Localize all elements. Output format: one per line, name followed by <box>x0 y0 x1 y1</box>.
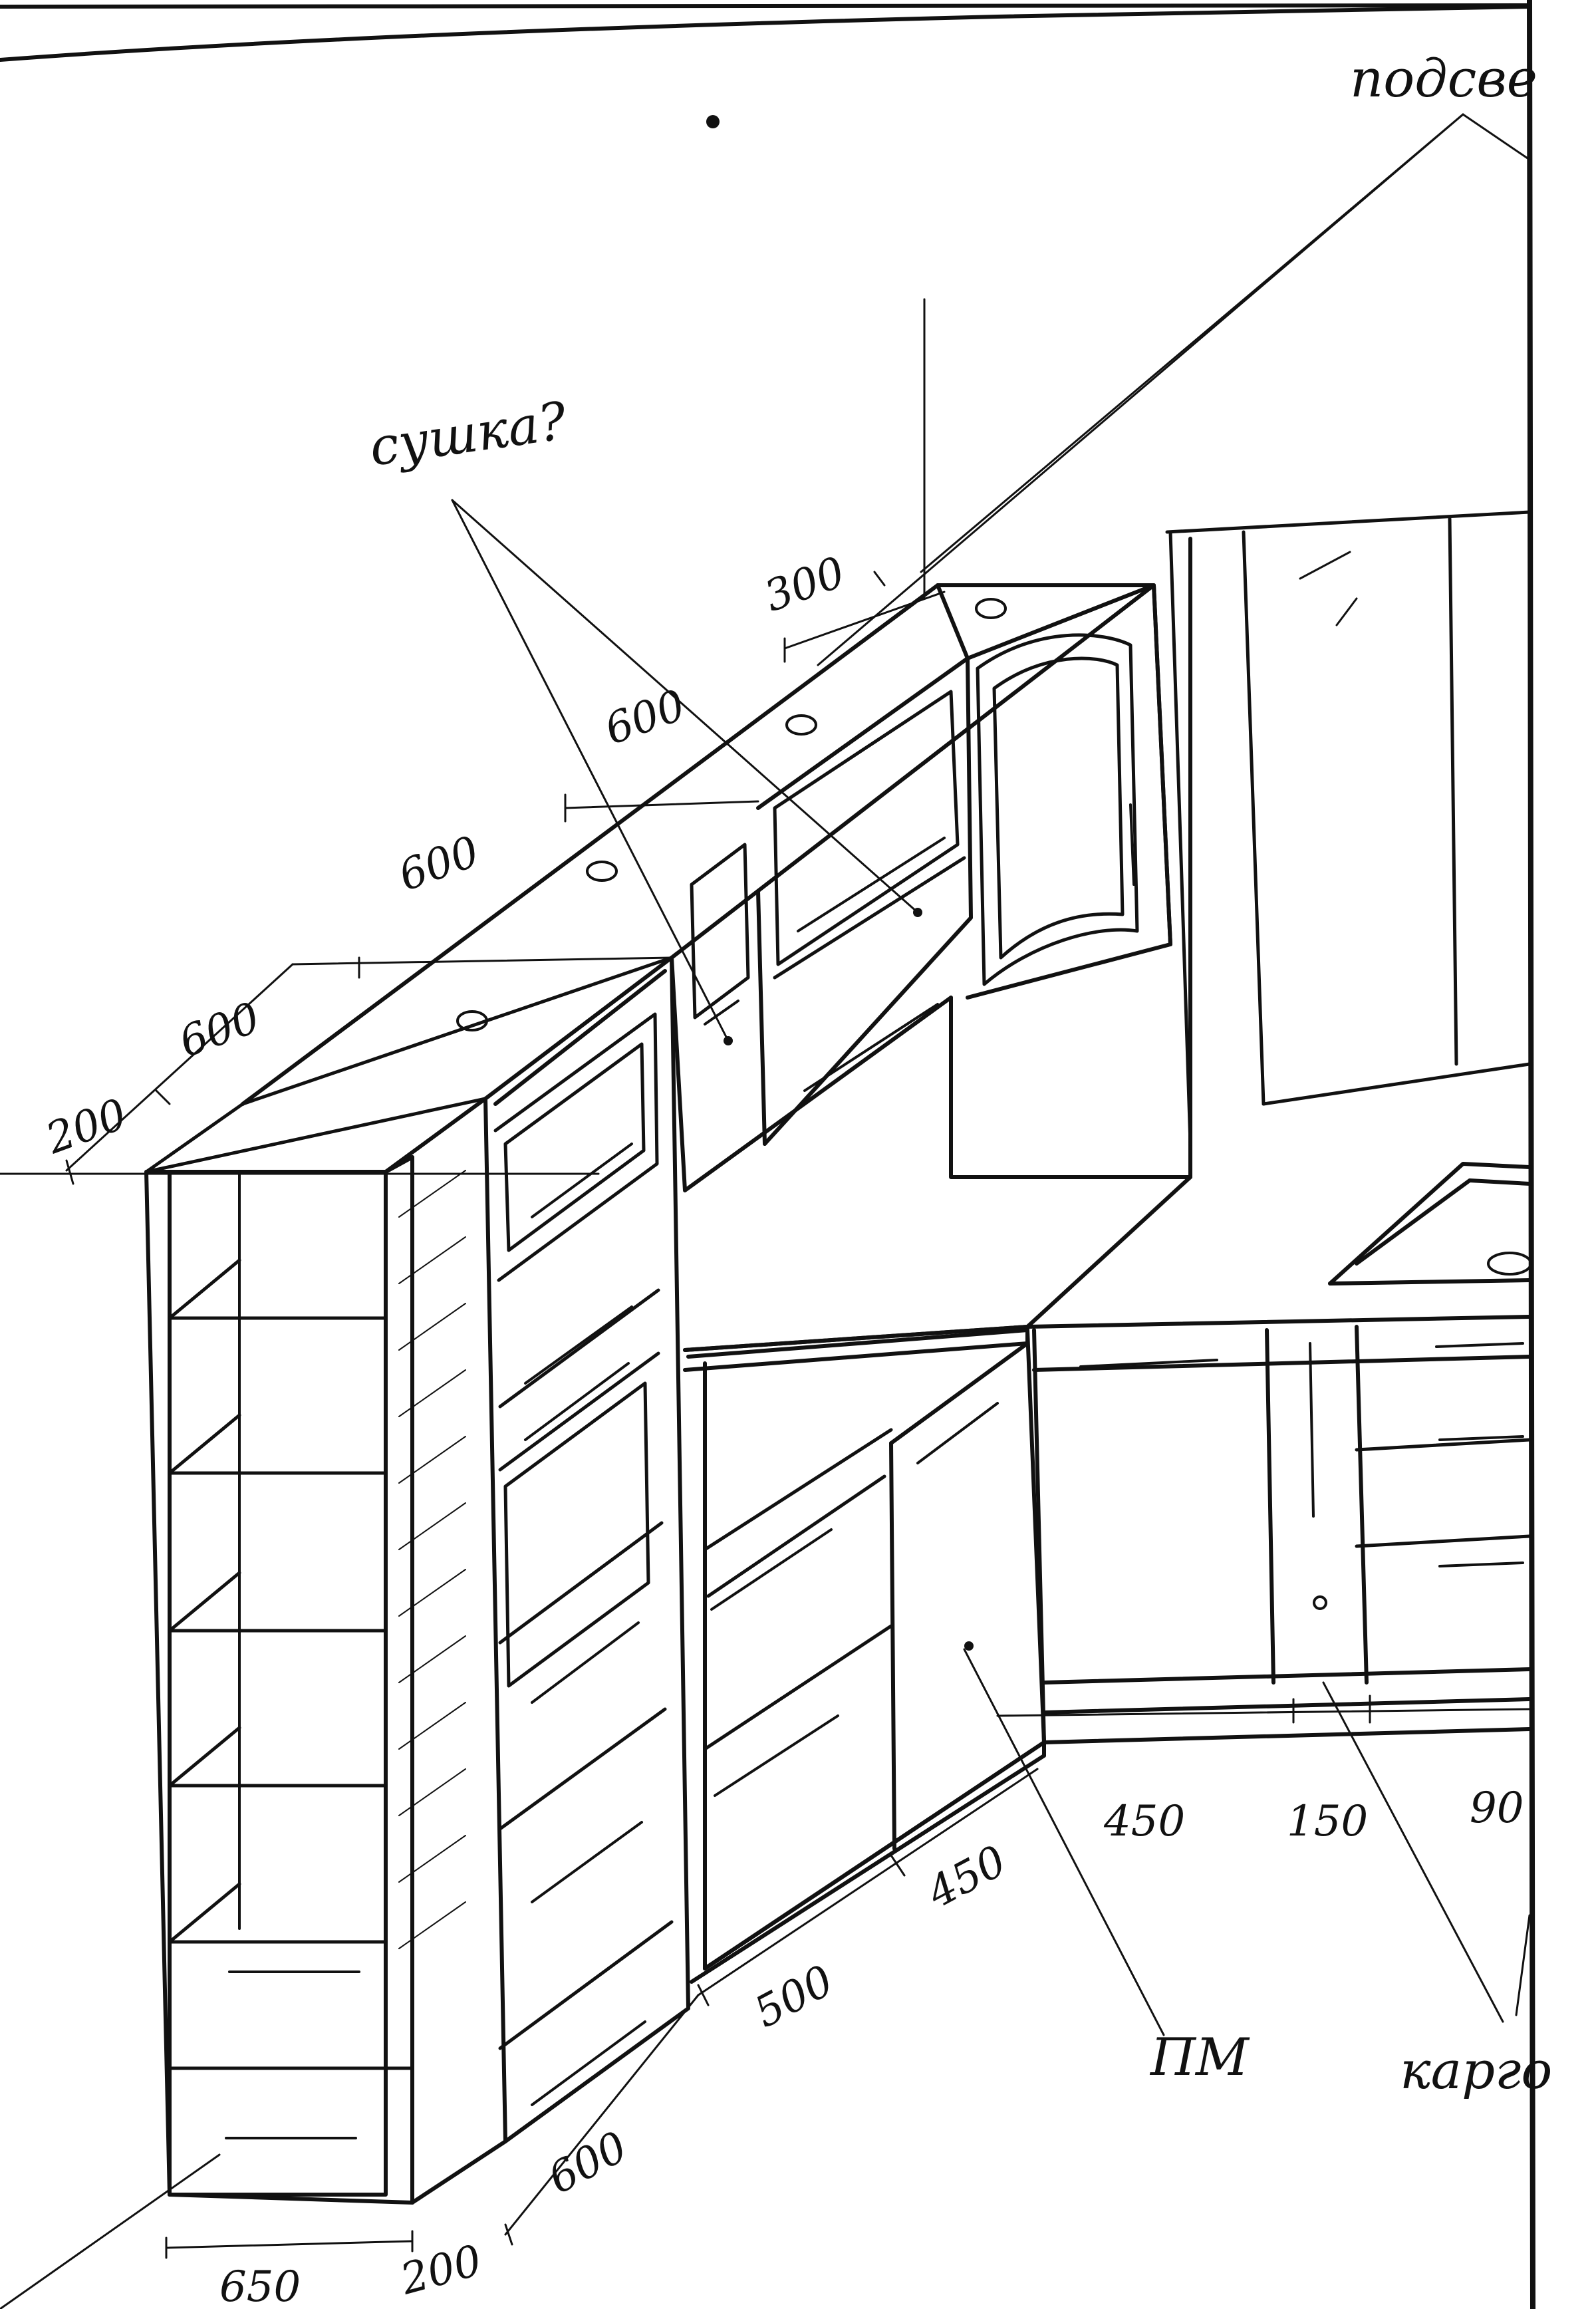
window <box>1165 510 1531 1146</box>
wall-cabinets <box>241 537 1192 1192</box>
dimension-ticks <box>65 571 1371 2259</box>
kargo-marker <box>1313 1595 1327 1610</box>
oven-column-handles <box>524 1143 646 2106</box>
leader-lines <box>0 113 1531 2309</box>
dim-200-top: 200 <box>39 1090 133 1164</box>
base-cabinets-right <box>1032 1325 1531 1744</box>
dim-200-bottom: 200 <box>395 2236 487 2304</box>
countertop <box>683 1162 1531 1372</box>
label-sushka: сушка? <box>366 391 571 478</box>
open-shelf-unit <box>144 956 674 2205</box>
dim-600-b: 600 <box>392 827 485 901</box>
side-hatching <box>398 1170 466 1949</box>
dim-90: 90 <box>1470 1784 1524 1833</box>
dim-600-a: 600 <box>598 681 692 755</box>
dim-450-left: 450 <box>919 1836 1014 1918</box>
dim-300: 300 <box>758 548 851 622</box>
sushka-marker-a <box>724 1036 733 1045</box>
dim-450-right: 450 <box>1103 1797 1185 1846</box>
base-drawers-left <box>703 1428 893 1751</box>
shelf-drawer-handles <box>225 1970 360 2139</box>
wall-cabinet-fronts <box>690 633 1139 1019</box>
sink-drain <box>1487 1252 1532 1276</box>
shelves <box>168 1258 414 2070</box>
ink-dot <box>706 115 720 128</box>
pm-marker <box>964 1641 974 1651</box>
label-pm: ПМ <box>1149 2028 1250 2088</box>
base-right-fronts <box>1355 1438 1531 1548</box>
dim-600-floor: 600 <box>541 2122 636 2204</box>
label-kargo: карго <box>1400 2041 1552 2101</box>
dim-650: 650 <box>219 2262 301 2309</box>
base-cabinets-left <box>686 1328 1046 1984</box>
base-left-handles <box>710 1402 999 1797</box>
base-right-handles <box>1079 1342 1524 1567</box>
downlight-circles <box>456 598 1007 1031</box>
dim-600-c: 600 <box>173 994 266 1067</box>
dim-500: 500 <box>747 1956 842 2038</box>
page-border <box>0 0 1535 2309</box>
dimension-lines <box>65 591 1531 2249</box>
sushka-marker-b <box>913 908 922 917</box>
dim-150: 150 <box>1287 1797 1368 1846</box>
label-podsve: подсве <box>1350 49 1537 109</box>
oven-column-fronts <box>493 1012 674 2050</box>
wall-cabinet-handles <box>704 803 1135 1092</box>
